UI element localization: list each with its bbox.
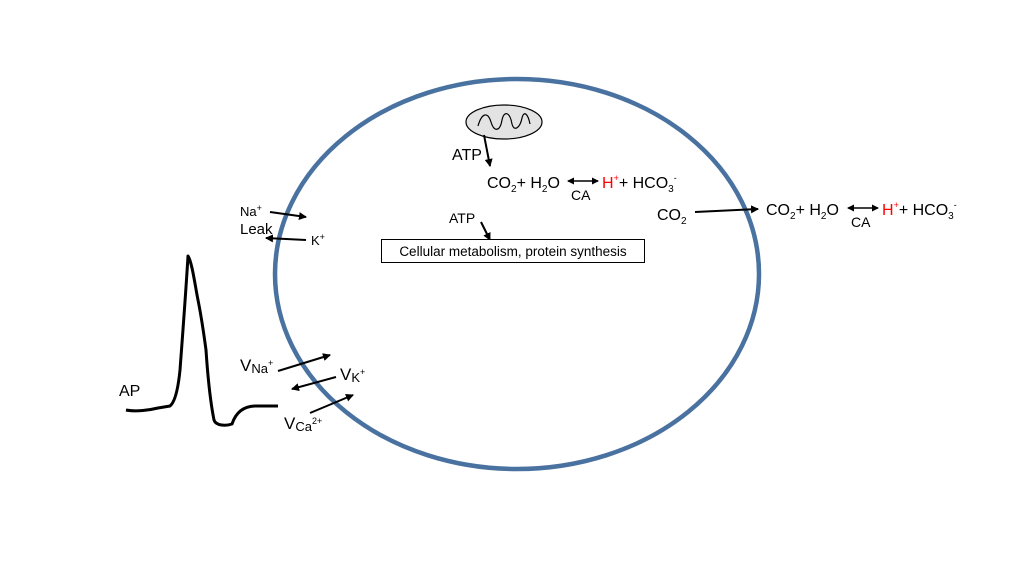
metabolism-box: Cellular metabolism, protein synthesis <box>381 239 645 263</box>
na-ion-label: Na+ <box>240 203 262 219</box>
k-efflux-arrow <box>265 234 307 243</box>
svg-text:CO2+ H2O: CO2+ H2O <box>766 202 839 222</box>
v-na-label: VNa+ <box>240 356 273 376</box>
svg-text:H++ HCO3-: H++ HCO3- <box>882 200 957 222</box>
svg-text:H++ HCO3-: H++ HCO3- <box>602 173 677 195</box>
co2-outside-label: CO2 <box>657 207 687 227</box>
co2-diffusion-arrow <box>694 205 759 214</box>
mitochondrion-icon <box>465 104 543 140</box>
atp-top-arrow <box>483 134 493 167</box>
svg-text:CO2+ H2O: CO2+ H2O <box>487 175 560 195</box>
atp-mid-arrow <box>480 221 491 241</box>
svg-text:CA: CA <box>571 187 591 203</box>
v-k-label: VK+ <box>340 365 365 385</box>
atp-top-label: ATP <box>452 147 482 164</box>
cell-membrane <box>272 76 762 472</box>
k-ion-label: K+ <box>311 232 325 248</box>
ap-label: AP <box>119 383 140 400</box>
svg-text:CA: CA <box>851 214 871 230</box>
atp-mid-label: ATP <box>449 210 475 226</box>
v-na-arrow <box>277 353 331 372</box>
action-potential-trace <box>125 254 278 427</box>
na-influx-arrow <box>269 211 307 220</box>
v-ca-label: VCa2+ <box>284 414 322 434</box>
leak-label: Leak <box>240 221 273 238</box>
v-ca-arrow <box>309 394 354 414</box>
v-k-arrow <box>291 376 337 392</box>
reaction-outside: CO2+ H2O H++ HCO3- CA <box>766 200 957 230</box>
reaction-inside: CO2+ H2O H++ HCO3- CA <box>487 173 677 203</box>
